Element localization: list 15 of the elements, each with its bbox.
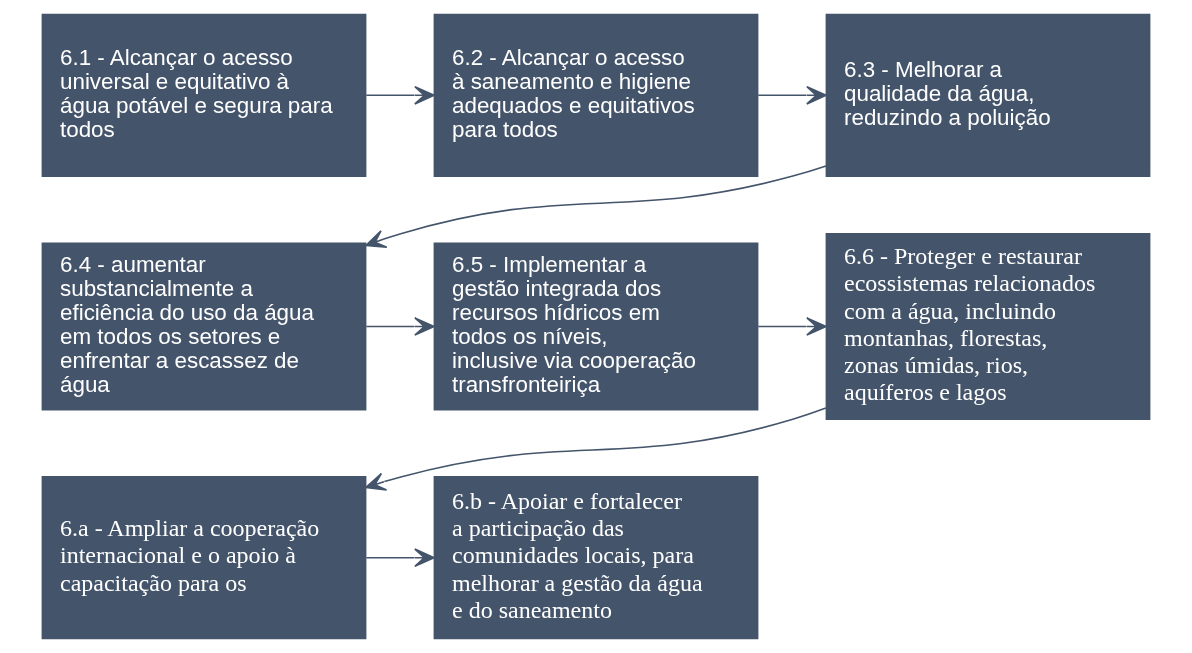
arrow xyxy=(757,85,827,105)
arrow xyxy=(365,165,827,248)
node-box: 6.1 - Alcançar o acesso universal e equitativo à água potável e segura para todos xyxy=(41,13,367,177)
node-box: 6.a - Ampliar a cooperação internacional e o apoio à capacitação para os xyxy=(41,476,367,640)
arrow xyxy=(365,548,435,568)
arrow xyxy=(364,407,827,491)
node-box: 6.4 - aumentar substancialmente a eficiência do uso da água em todos os setores e enfrentar a escassez de água xyxy=(41,242,367,411)
node-box: 6.b - Apoiar e fortalecer a participação das comunidades locais, para melhorar a gestão da água e do saneamento xyxy=(433,476,759,640)
node-box: 6.5 - Implementar a gestão integrada dos recursos hídricos em todos os níveis, inclusive via cooperação transfronteiriça xyxy=(433,242,759,411)
arrow xyxy=(365,317,435,336)
node-box: 6.2 - Alcançar o acesso à saneamento e higiene adequados e equitativos para todos xyxy=(433,13,759,177)
arrow xyxy=(365,85,435,105)
node-box: 6.6 - Proteger e restaurar ecossistemas relacionados com a água, incluindo montanhas, florestas, zonas úmidas, rios, aquíferos e lagos xyxy=(825,232,1151,421)
arrow xyxy=(757,317,827,336)
node-box: 6.3 - Melhorar a qualidade da água, reduzindo a poluição xyxy=(825,13,1151,177)
